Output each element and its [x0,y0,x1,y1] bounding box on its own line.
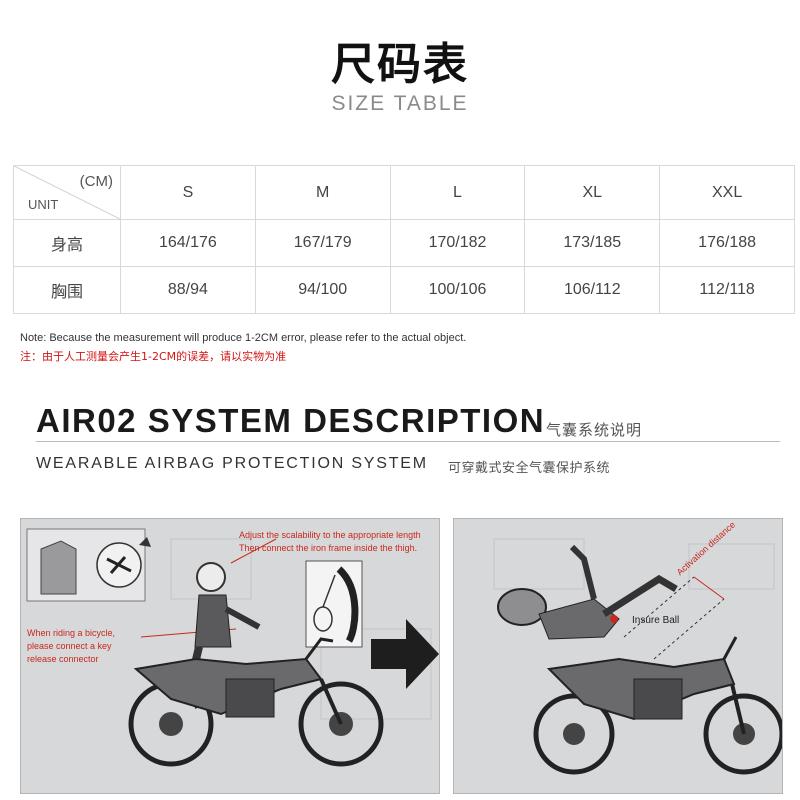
table-cell: 170/182 [389,219,526,267]
table-cell: 173/185 [524,219,661,267]
table-cell: 112/118 [659,266,795,314]
system-subtitle-cn: 可穿戴式安全气囊保护系统 [448,461,611,476]
rider-illustration-panel: Adjust the scalability to the appropriat… [20,518,440,794]
adjust-line-1: Adjust the scalability to the appropriat… [239,530,421,540]
system-title: AIR02 SYSTEM DESCRIPTION [36,402,546,439]
table-cell: 176/188 [659,219,795,267]
table-cell: 94/100 [254,266,391,314]
note-chinese: 注：由于人工测量会产生1-2CM的误差，请以实物为准 [20,350,287,363]
unit-label: UNIT [28,197,59,212]
table-row: 胸围 88/94 94/100 100/106 106/112 112/118 [13,266,795,314]
section-divider [36,441,780,442]
table-row: 身高 164/176 167/179 170/182 173/185 176/1… [13,219,795,267]
riding-line-2: please connect a key [27,641,112,651]
size-header-s: S [120,165,256,220]
page-title: 尺码表 [331,39,469,90]
system-title-cn: 气囊系统说明 [546,421,643,439]
table-cell: 88/94 [120,266,256,314]
adjust-instruction: Adjust the scalability to the appropriat… [239,529,439,555]
page-subtitle: SIZE TABLE [331,92,469,115]
insure-ball-label: Insure Ball [632,615,680,626]
system-subtitle: WEARABLE AIRBAG PROTECTION SYSTEM [36,455,428,472]
row-label-height: 身高 [13,219,121,267]
table-cell: 106/112 [524,266,661,314]
riding-line-3: release connector [27,654,99,664]
table-cell: 167/179 [254,219,391,267]
size-header-m: M [254,165,391,220]
note-english: Note: Because the measurement will produ… [20,332,467,344]
size-header-xxl: XXL [659,165,795,220]
diagonal-divider [14,166,120,219]
size-header-xl: XL [524,165,661,220]
row-label-chest: 胸围 [13,266,121,314]
table-cell: 164/176 [120,219,256,267]
riding-instruction: When riding a bicycle, please connect a … [27,627,147,666]
size-table: (CM) UNIT S M L XL XXL 身高 164/176 167/17… [13,165,795,314]
airbag-activation-illustration [493,538,782,775]
activation-illustration-panel: Insure Ball Activation distance [453,518,783,794]
riding-line-1: When riding a bicycle, [27,628,116,638]
table-cell: 100/106 [389,266,526,314]
size-header-l: L [389,165,526,220]
unit-cm: (CM) [79,173,113,190]
adjust-line-2: Then connect the iron frame inside the t… [239,543,418,553]
size-table-header-row: (CM) UNIT S M L XL XXL [13,165,795,220]
unit-cell: (CM) UNIT [13,165,121,220]
rider-motorcycle-illustration [26,528,439,767]
